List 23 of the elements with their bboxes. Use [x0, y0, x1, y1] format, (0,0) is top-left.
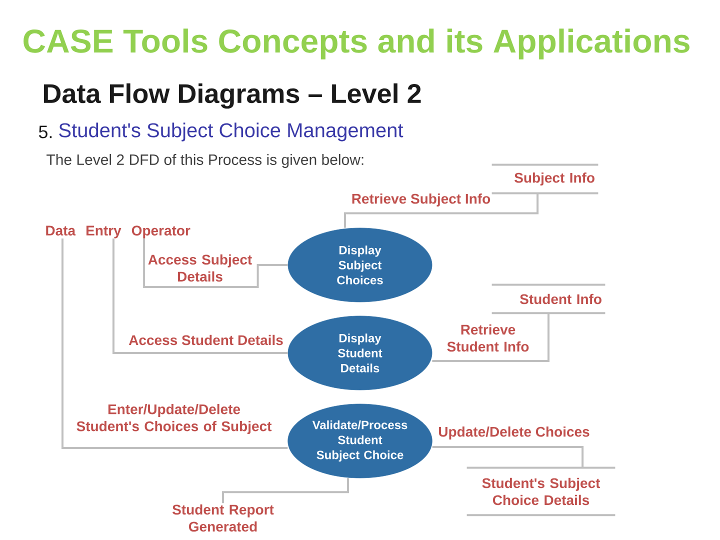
edge-label: Update/Delete Choices	[439, 426, 590, 440]
section-heading: Data Flow Diagrams – Level 2	[44, 83, 421, 109]
data-store: Student's Subject Choice Details	[466, 466, 616, 516]
slide-title: CASE Tools Concepts and its Applications	[24, 28, 690, 60]
data-flow-line	[432, 446, 584, 468]
edge-label: Retrieve Subject Info	[352, 193, 490, 206]
edge-label: Access Subject Details	[148, 254, 252, 282]
data-flow-line	[222, 478, 349, 504]
data-flow-line	[344, 193, 539, 228]
list-item-heading: Student's Subject Choice Management	[59, 122, 404, 142]
edge-label: Access Student Details	[128, 334, 283, 346]
edge-label: Enter/Update/Delete Student's Choices of Subject	[76, 404, 272, 434]
data-flow-line	[432, 313, 550, 362]
data-flow-line	[143, 238, 288, 288]
intro-text: The Level 2 DFD of this Process is given below:	[46, 154, 364, 168]
edge-label: Retrieve Student Info	[447, 324, 529, 352]
data-flow-line	[61, 238, 288, 449]
list-number: 5.	[38, 126, 52, 138]
data-store: Subject Info	[492, 164, 598, 194]
data-store: Student Info	[492, 284, 606, 314]
external-entity-label: Data Entry Operator	[46, 226, 190, 238]
data-flow-line	[112, 238, 288, 354]
output-label: Student Report Generated	[172, 504, 274, 532]
